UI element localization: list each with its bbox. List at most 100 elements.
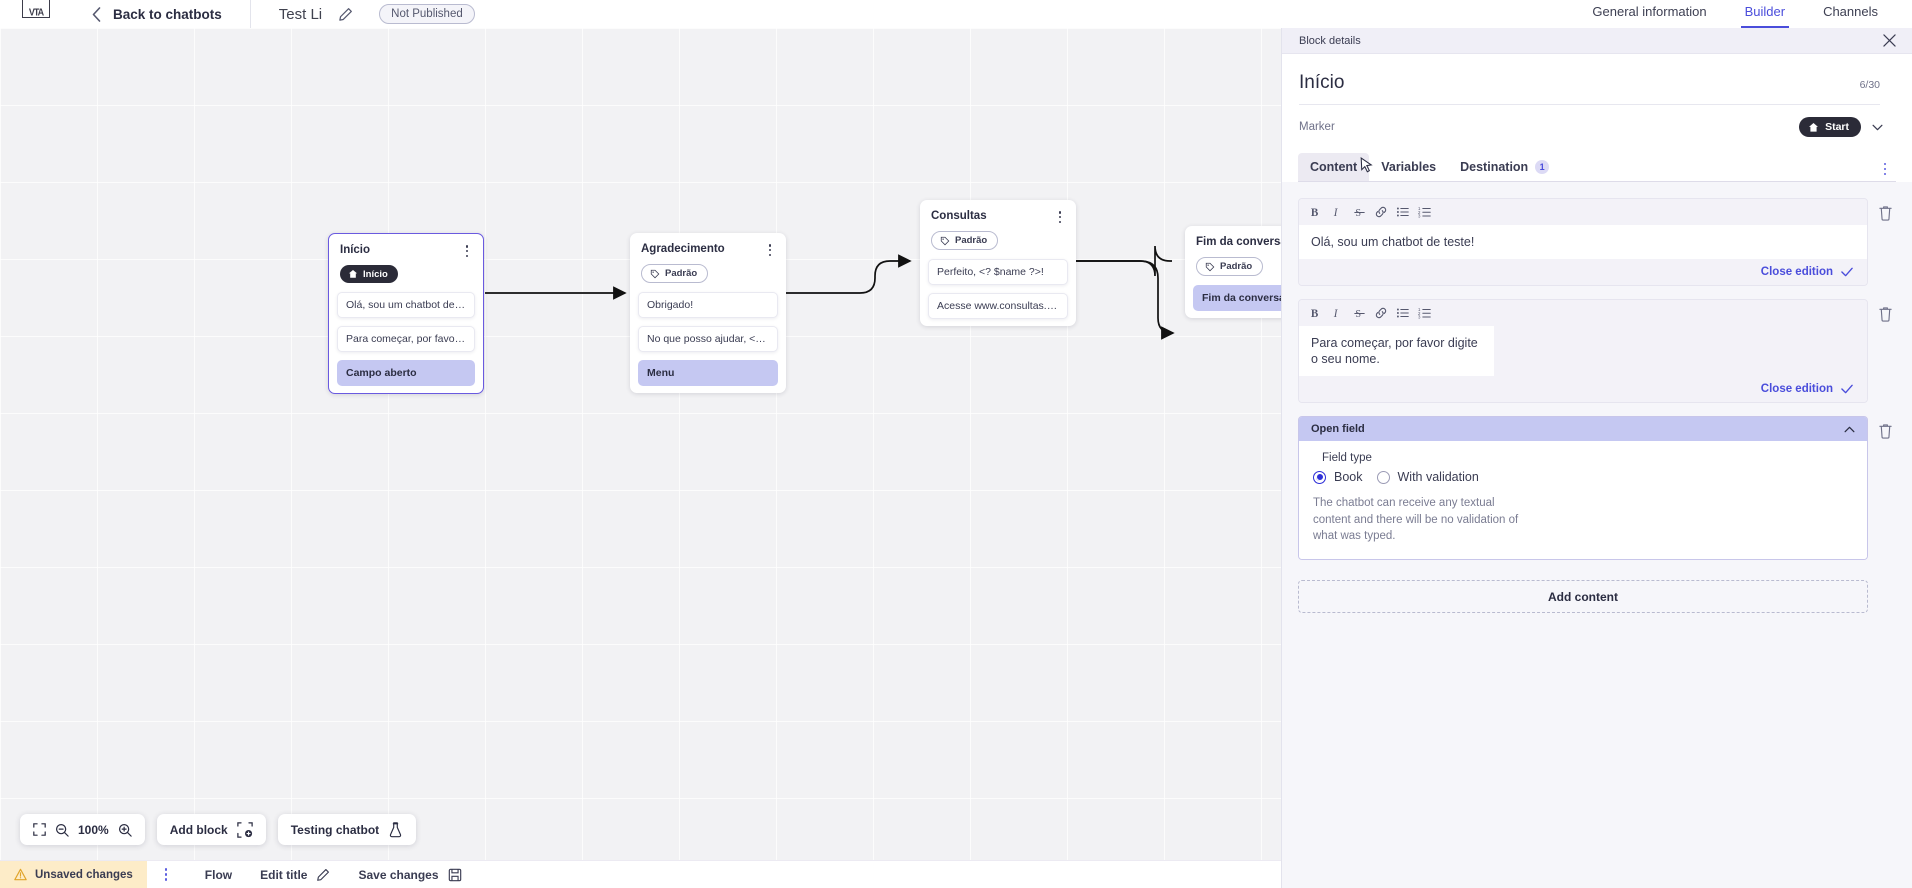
delete-content-icon[interactable] [1874, 202, 1896, 224]
flow-button[interactable]: Flow [205, 868, 232, 882]
flow-node-agradecimento[interactable]: Agradecimento Padrão Obrigado! No que po… [630, 233, 786, 393]
svg-text:S: S [1355, 208, 1361, 219]
status-bar-menu-icon[interactable] [155, 861, 177, 888]
chevron-up-icon[interactable] [1844, 426, 1855, 433]
page-title: Início [1299, 72, 1345, 93]
save-changes-button[interactable]: Save changes [358, 868, 461, 882]
open-field-card: Open field Field type Book [1298, 416, 1868, 561]
radio-book-input[interactable] [1313, 470, 1326, 484]
bullet-list-icon[interactable] [1392, 304, 1414, 322]
top-tabs: General information Builder Channels [1554, 0, 1912, 28]
chatbot-title: Test Li [278, 5, 323, 23]
radio-option-book[interactable]: Book [1313, 470, 1363, 484]
link-icon[interactable] [1370, 304, 1392, 322]
flow-node-row[interactable]: Perfeito, <? $name ?>! [928, 258, 1068, 285]
tab-general-information[interactable]: General information [1592, 3, 1707, 19]
home-icon [348, 269, 358, 278]
zoom-out-icon[interactable] [55, 823, 69, 837]
flow-node-menu-icon[interactable] [460, 243, 474, 259]
flow-node-fim-da-conversa[interactable]: Fim da conversa Padrão Fim da conversa [1185, 226, 1281, 318]
logo-text: VTA [28, 6, 44, 18]
flow-node-row[interactable]: Menu [638, 359, 778, 386]
flow-node-header: Início Início [329, 234, 483, 284]
edit-title-pencil-icon[interactable] [338, 7, 353, 22]
flow-node-inicio[interactable]: Início Início Olá, sou um chatbot de tes… [328, 233, 484, 394]
delete-content-icon[interactable] [1874, 303, 1896, 325]
field-type-label: Field type [1322, 452, 1372, 464]
flow-node-row[interactable]: Obrigado! [638, 291, 778, 318]
fit-view-icon[interactable] [33, 823, 46, 836]
add-block-button[interactable]: Add block [156, 814, 266, 845]
edit-title-label: Edit title [260, 867, 308, 882]
marker-select[interactable]: Start [1799, 117, 1883, 137]
flow-node-consultas[interactable]: Consultas Padrão Perfeito, <? $name ?>! … [920, 200, 1076, 326]
tab-variables[interactable]: Variables [1369, 153, 1448, 181]
flow-node-row[interactable]: No que posso ajudar, <? $name ... [638, 325, 778, 352]
radio-option-with-validation[interactable]: With validation [1376, 470, 1479, 484]
flow-node-row[interactable]: Campo aberto [337, 360, 475, 386]
testing-chatbot-label: Testing chatbot [290, 822, 380, 837]
bold-icon[interactable]: B [1304, 304, 1326, 322]
flow-node-title: Início [340, 244, 371, 256]
tab-content[interactable]: Content [1298, 153, 1370, 181]
flow-node-row[interactable]: Fim da conversa [1193, 284, 1281, 311]
flow-node-menu-icon[interactable] [1053, 209, 1067, 225]
flow-node-badge-start: Início [340, 265, 398, 283]
editor-text-value[interactable]: Olá, sou um chatbot de teste! [1299, 225, 1867, 259]
italic-icon[interactable]: I [1326, 203, 1348, 221]
radio-with-validation-input[interactable] [1376, 470, 1390, 484]
editor-footer[interactable]: Close edition [1299, 376, 1867, 402]
delete-open-field-icon[interactable] [1874, 420, 1896, 442]
status-bar: Unsaved changes Flow Edit title Save cha… [0, 860, 1281, 888]
flow-node-title: Fim da conversa [1196, 236, 1281, 248]
editor-footer[interactable]: Close edition [1299, 259, 1867, 285]
close-icon[interactable] [1883, 34, 1896, 47]
open-field-header[interactable]: Open field [1299, 417, 1867, 441]
strikethrough-icon[interactable]: S [1348, 304, 1370, 322]
back-to-chatbots-link[interactable]: Back to chatbots [113, 6, 222, 22]
strikethrough-icon[interactable]: S [1348, 203, 1370, 221]
flow-node-menu-icon[interactable] [763, 242, 777, 258]
svg-text:I: I [1332, 207, 1338, 219]
panel-overflow-menu-icon[interactable] [1883, 162, 1886, 175]
tag-icon [940, 236, 950, 245]
editor-text-value[interactable]: Para começar, por favor digite o seu nom… [1299, 326, 1494, 376]
flow-node-row[interactable]: Acesse www.consultas.com par... [928, 292, 1068, 319]
flow-node-badge-label: Padrão [955, 235, 988, 246]
zoom-in-icon[interactable] [118, 823, 132, 837]
edit-title-button[interactable]: Edit title [260, 868, 330, 882]
save-disk-icon [448, 868, 462, 882]
flow-node-title: Agradecimento [641, 243, 725, 255]
tab-destination[interactable]: Destination 1 [1448, 153, 1561, 181]
flow-node-row[interactable]: Para começar, por favor digite o ... [337, 326, 475, 352]
app-logo-icon[interactable]: VTA [22, 0, 50, 18]
warning-triangle-icon [14, 868, 27, 881]
chevron-down-icon[interactable] [1872, 124, 1883, 131]
bullet-list-icon[interactable] [1392, 203, 1414, 221]
flow-node-row[interactable]: Olá, sou um chatbot de teste! [337, 292, 475, 318]
bold-icon[interactable]: B [1304, 203, 1326, 221]
tab-builder[interactable]: Builder [1740, 0, 1790, 28]
field-type-radio-group: Book With validation [1313, 470, 1853, 484]
flask-icon [388, 821, 403, 838]
flow-canvas[interactable]: Início Início Olá, sou um chatbot de tes… [0, 28, 1281, 888]
testing-chatbot-button[interactable]: Testing chatbot [277, 814, 417, 845]
link-icon[interactable] [1370, 203, 1392, 221]
close-edition-label: Close edition [1760, 383, 1833, 395]
top-bar: VTA Back to chatbots Test Li Not Publish… [0, 0, 1912, 28]
unsaved-changes-label: Unsaved changes [35, 868, 133, 881]
italic-icon[interactable]: I [1326, 304, 1348, 322]
svg-text:B: B [1310, 308, 1318, 320]
add-content-button[interactable]: Add content [1298, 580, 1868, 614]
tab-channels[interactable]: Channels [1823, 3, 1878, 19]
back-chevron-icon[interactable] [92, 6, 101, 22]
close-edition-label: Close edition [1760, 266, 1833, 278]
add-block-icon [236, 821, 253, 838]
divider [1299, 104, 1880, 105]
